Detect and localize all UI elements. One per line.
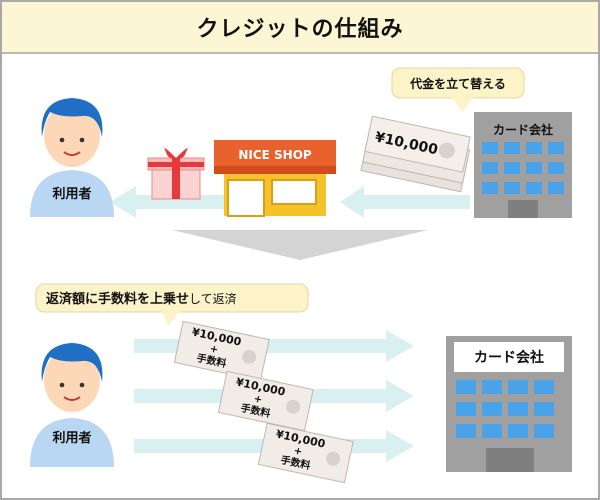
repay-bill-1: ¥10,000 + 手数料: [173, 320, 270, 382]
money-bills-top: ¥10,000: [360, 115, 471, 193]
user-label-top: 利用者: [52, 186, 91, 202]
gift-icon: [147, 148, 205, 200]
card-company-label-bottom: カード会社: [474, 349, 544, 366]
title-bar: クレジットの仕組み: [2, 2, 598, 54]
repay-bill-3: ¥10,000 + 手数料: [257, 422, 354, 484]
advance-bubble-text: 代金を立て替える: [409, 76, 506, 91]
page-title: クレジットの仕組み: [196, 17, 404, 42]
card-company-label-top: カード会社: [493, 122, 553, 137]
flow-chevron: [172, 230, 428, 260]
repay-bubble-bold: 返済額に手数料を上乗せ: [46, 291, 189, 307]
user-figure-bottom: 利用者: [30, 343, 114, 467]
repay-bubble: 返済額に手数料を上乗せして返済: [35, 283, 309, 326]
card-company-building-top: カード会社: [474, 112, 572, 218]
shop-icon: NICE SHOP: [214, 140, 336, 217]
bill-plus-1: +: [209, 344, 219, 357]
repay-bubble-rest: して返済: [189, 291, 237, 306]
card-company-building-bottom: カード会社: [446, 336, 572, 472]
repay-bubble-text: 返済額に手数料を上乗せして返済: [46, 291, 237, 307]
advance-arrow: [340, 186, 470, 218]
user-label-bottom: 利用者: [52, 430, 91, 446]
repay-bill-2: ¥10,000 + 手数料: [217, 370, 314, 432]
bill-plus-3: +: [293, 446, 303, 459]
bill-plus-2: +: [253, 394, 263, 407]
advance-bubble: 代金を立て替える: [391, 67, 525, 112]
user-figure-top: 利用者: [30, 98, 114, 217]
shop-sign: NICE SHOP: [238, 148, 312, 162]
